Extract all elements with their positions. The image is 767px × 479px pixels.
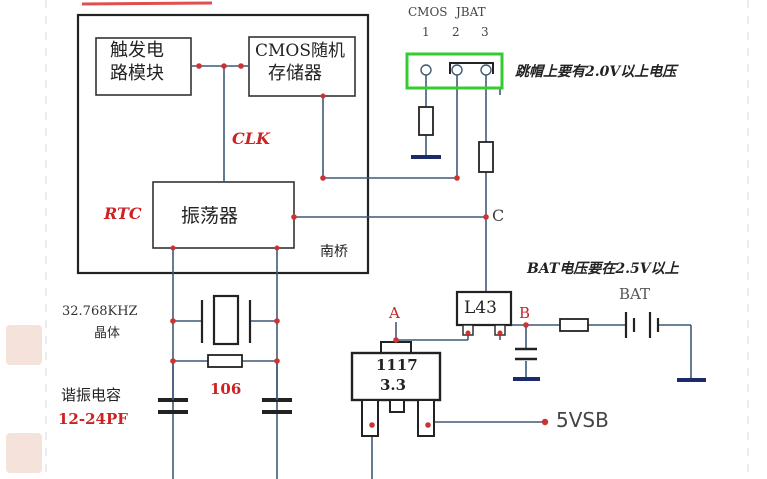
jumper-voltage-note: 跳帽上要有2.0V以上电压 [515,64,677,80]
jumper-cap [449,62,494,74]
jumper-pin-2 [451,64,463,76]
regulator-leg-mid [389,399,405,413]
cmos-ram-line2: 存储器 [268,63,322,84]
regulator-line2: 3.3 [380,376,407,394]
pin3-resistor [478,141,494,173]
bat-resistor [559,318,589,332]
node-a-label: A [389,304,400,322]
oscillator-label: 振荡器 [181,205,239,227]
regulator-leg-right [417,399,435,437]
rtc-label: RTC [104,204,142,223]
top-scribble [81,1,213,6]
trigger-module-line1: 触发电 [110,40,164,61]
jumper-pin-3 [480,64,492,76]
resistors [207,106,589,368]
vsb-label: 5VSB [556,408,609,432]
jumper-header-cmos: CMOS [408,5,448,19]
jumper-pin-1 [420,64,432,76]
node-b-label: B [519,304,531,322]
node-c-label: C [492,206,505,225]
jumper-pin-label-1: 1 [422,25,430,39]
seal-watermark [6,433,42,473]
jumper-pins [420,64,492,76]
junction-dots [170,63,549,428]
jumper-pin-label-3: 3 [481,25,489,39]
regulator-leg-left [361,399,379,437]
seal-watermark [6,325,42,365]
jumper-box [405,52,504,90]
resistor-106-label: 106 [210,380,242,398]
crystal-frequency-label: 32.768KHZ [62,304,138,319]
pin1-resistor [418,106,434,136]
caps-name-label: 谐振电容 [61,386,122,404]
resistor-106 [207,354,243,368]
l43-label: L43 [464,298,497,318]
caps-value-label: 12-24PF [58,410,128,428]
crystal-symbol [200,294,252,346]
l43-chip [455,290,513,327]
regulator-line1: 1117 [376,356,418,374]
trigger-module-line2: 路模块 [110,63,164,84]
battery-symbol [624,312,660,338]
southbridge-outline [76,13,370,275]
jumper-header-jbat: JBAT [456,5,486,19]
cmos-ram-line1: CMOS随机 [255,41,345,61]
capacitors [158,347,537,414]
grounds [411,155,706,382]
southbridge-label: 南桥 [320,244,348,260]
clk-label: CLK [232,129,270,148]
jumper-pin-label-2: 2 [452,25,460,39]
crystal-name-label: 晶体 [94,326,121,341]
bat-label: BAT [619,285,651,303]
bat-voltage-note: BAT电压要在2.5V以上 [527,261,679,277]
